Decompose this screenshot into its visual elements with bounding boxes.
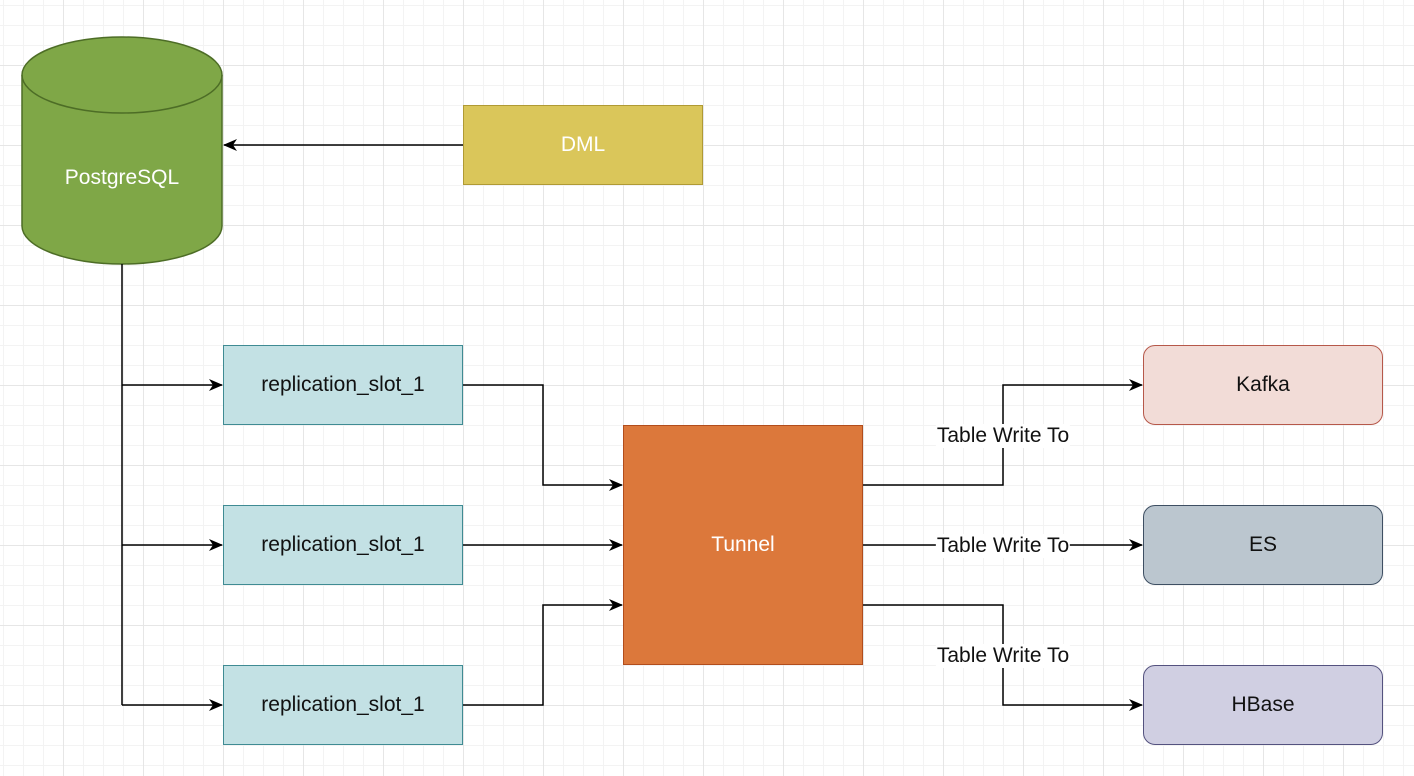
dml-label: DML [560,133,606,156]
edge-slot3-tunnel [463,599,623,706]
edge-slot1-tunnel [463,384,623,491]
tunnel-box[interactable]: Tunnel [623,425,863,665]
postgresql-label: PostgreSQL [64,166,180,189]
es-box[interactable]: ES [1143,505,1383,585]
replication-slot-label-3: replication_slot_1 [261,693,425,716]
edge-label-es: Table Write To [935,534,1071,558]
edge-label-kafka: Table Write To [935,424,1071,448]
postgresql-cylinder[interactable] [21,36,223,265]
replication-slot-box-3[interactable]: replication_slot_1 [223,665,463,745]
edge-label-hbase: Table Write To [935,644,1071,668]
es-label: ES [1248,533,1277,556]
replication-slot-label-1: replication_slot_1 [261,373,425,396]
replication-slot-box-2[interactable]: replication_slot_1 [223,505,463,585]
kafka-label: Kafka [1236,373,1290,396]
replication-slot-label-2: replication_slot_1 [261,533,425,556]
hbase-box[interactable]: HBase [1143,665,1383,745]
dml-box[interactable]: DML [463,105,703,185]
hbase-label: HBase [1231,693,1295,716]
replication-slot-box-1[interactable]: replication_slot_1 [223,345,463,425]
tunnel-label: Tunnel [711,533,775,556]
kafka-box[interactable]: Kafka [1143,345,1383,425]
